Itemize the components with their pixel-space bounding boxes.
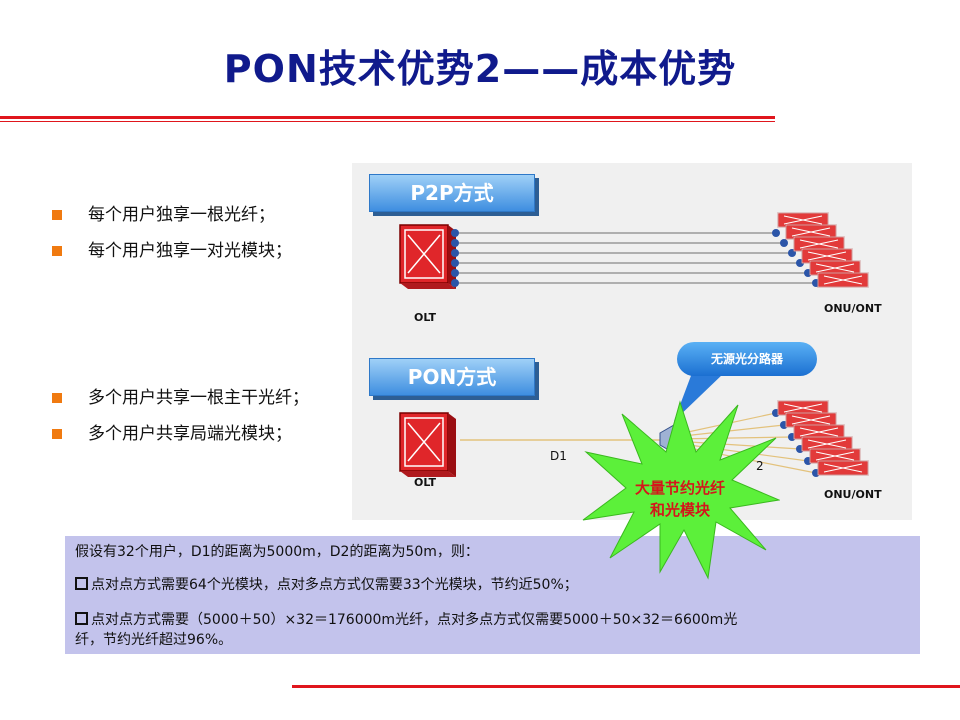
p2p-olt-label: OLT: [414, 311, 437, 324]
starburst-text: 大量节约光纤 和光模块: [620, 477, 740, 521]
info-line-modules: 点对点方式需要64个光模块，点对多点方式仅需要33个光模块，节约近50%；: [75, 575, 578, 595]
bullet-text: 每个用户独享一根光纤；: [88, 205, 275, 225]
info-line-modules-text: 点对点方式需要64个光模块，点对多点方式仅需要33个光模块，节约近50%；: [91, 577, 578, 593]
info-line-assumption: 假设有32个用户，D1的距离为5000m，D2的距离为50m，则：: [75, 544, 479, 560]
bullet-text: 多个用户共享局端光模块；: [88, 424, 292, 444]
info-line-fiber-cont: 纤，节约光纤超过96%。: [75, 632, 233, 648]
bullet-text: 多个用户共享一根主干光纤；: [88, 388, 309, 408]
d1-label: D1: [550, 449, 567, 463]
p2p-fiber-lines: [451, 229, 820, 287]
bullet-list-pon: 多个用户共享一根主干光纤； 多个用户共享局端光模块；: [52, 380, 309, 452]
info-box: 假设有32个用户，D1的距离为5000m，D2的距离为50m，则： 点对点方式需…: [65, 536, 920, 654]
pon-olt-icon: [399, 412, 457, 478]
bullet-item: 多个用户共享一根主干光纤；: [52, 380, 309, 416]
bullet-item: 每个用户独享一对光模块；: [52, 233, 292, 269]
p2p-onu-label: ONU/ONT: [824, 302, 882, 315]
bullet-square-icon: [52, 246, 62, 256]
page-title: PON技术优势2——成本优势: [223, 47, 737, 91]
starburst-line2: 和光模块: [649, 501, 710, 519]
bullet-list-p2p: 每个用户独享一根光纤； 每个用户独享一对光模块；: [52, 197, 292, 269]
p2p-olt-icon: [399, 224, 457, 290]
d2-label: 2: [756, 459, 764, 473]
checkbox-bullet-icon: [75, 577, 88, 590]
title-rule-thick: [0, 116, 775, 119]
pon-onu-label: ONU/ONT: [824, 488, 882, 501]
network-diagram: P2P方式 PON方式 OLT ONU/ONT OLT ONU/ONT D1 2: [352, 163, 912, 520]
bullet-square-icon: [52, 393, 62, 403]
checkbox-bullet-icon: [75, 612, 88, 625]
bullet-item: 每个用户独享一根光纤；: [52, 197, 292, 233]
bullet-text: 每个用户独享一对光模块；: [88, 241, 292, 261]
pon-olt-label: OLT: [414, 476, 437, 489]
info-line-fiber-text: 点对点方式需要（5000＋50）×32＝176000m光纤，点对多点方式仅需要5…: [91, 612, 738, 628]
info-line-fiber: 点对点方式需要（5000＋50）×32＝176000m光纤，点对多点方式仅需要5…: [75, 610, 737, 630]
splitter-callout: 无源光分路器: [677, 342, 817, 376]
bottom-rule: [292, 685, 960, 688]
bullet-square-icon: [52, 210, 62, 220]
bullet-square-icon: [52, 429, 62, 439]
starburst-icon: [582, 400, 780, 580]
starburst-line1: 大量节约光纤: [634, 479, 725, 497]
p2p-method-label: P2P方式: [369, 174, 535, 212]
callout-pointer: [674, 373, 724, 421]
pon-method-label: PON方式: [369, 358, 535, 396]
bullet-item: 多个用户共享局端光模块；: [52, 416, 309, 452]
title-rule-thin: [0, 121, 775, 122]
